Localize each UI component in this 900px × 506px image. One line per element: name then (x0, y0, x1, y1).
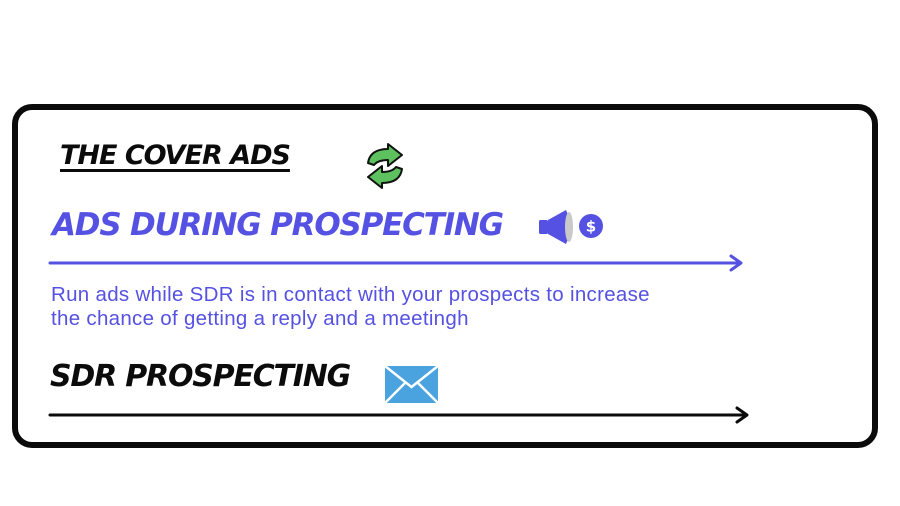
envelope-icon (384, 365, 439, 404)
cycle-arrows-icon (367, 143, 403, 189)
ads-during-prospecting-heading: ADS DURING PROSPECTING (52, 207, 504, 243)
megaphone-dollar-icon: $ (539, 210, 603, 244)
ads-description: Run ads while SDR is in contact with you… (51, 283, 831, 331)
ads-description-line-1: Run ads while SDR is in contact with you… (51, 283, 650, 306)
ads-description-line-2: the chance of getting a reply and a meet… (51, 307, 469, 330)
sdr-timeline-arrow (48, 406, 749, 424)
svg-text:$: $ (586, 218, 596, 236)
content-card (12, 104, 878, 448)
ads-timeline-arrow (48, 254, 743, 272)
page-title: THE COVER ADS (60, 140, 291, 171)
sdr-prospecting-heading: SDR PROSPECTING (50, 359, 351, 394)
